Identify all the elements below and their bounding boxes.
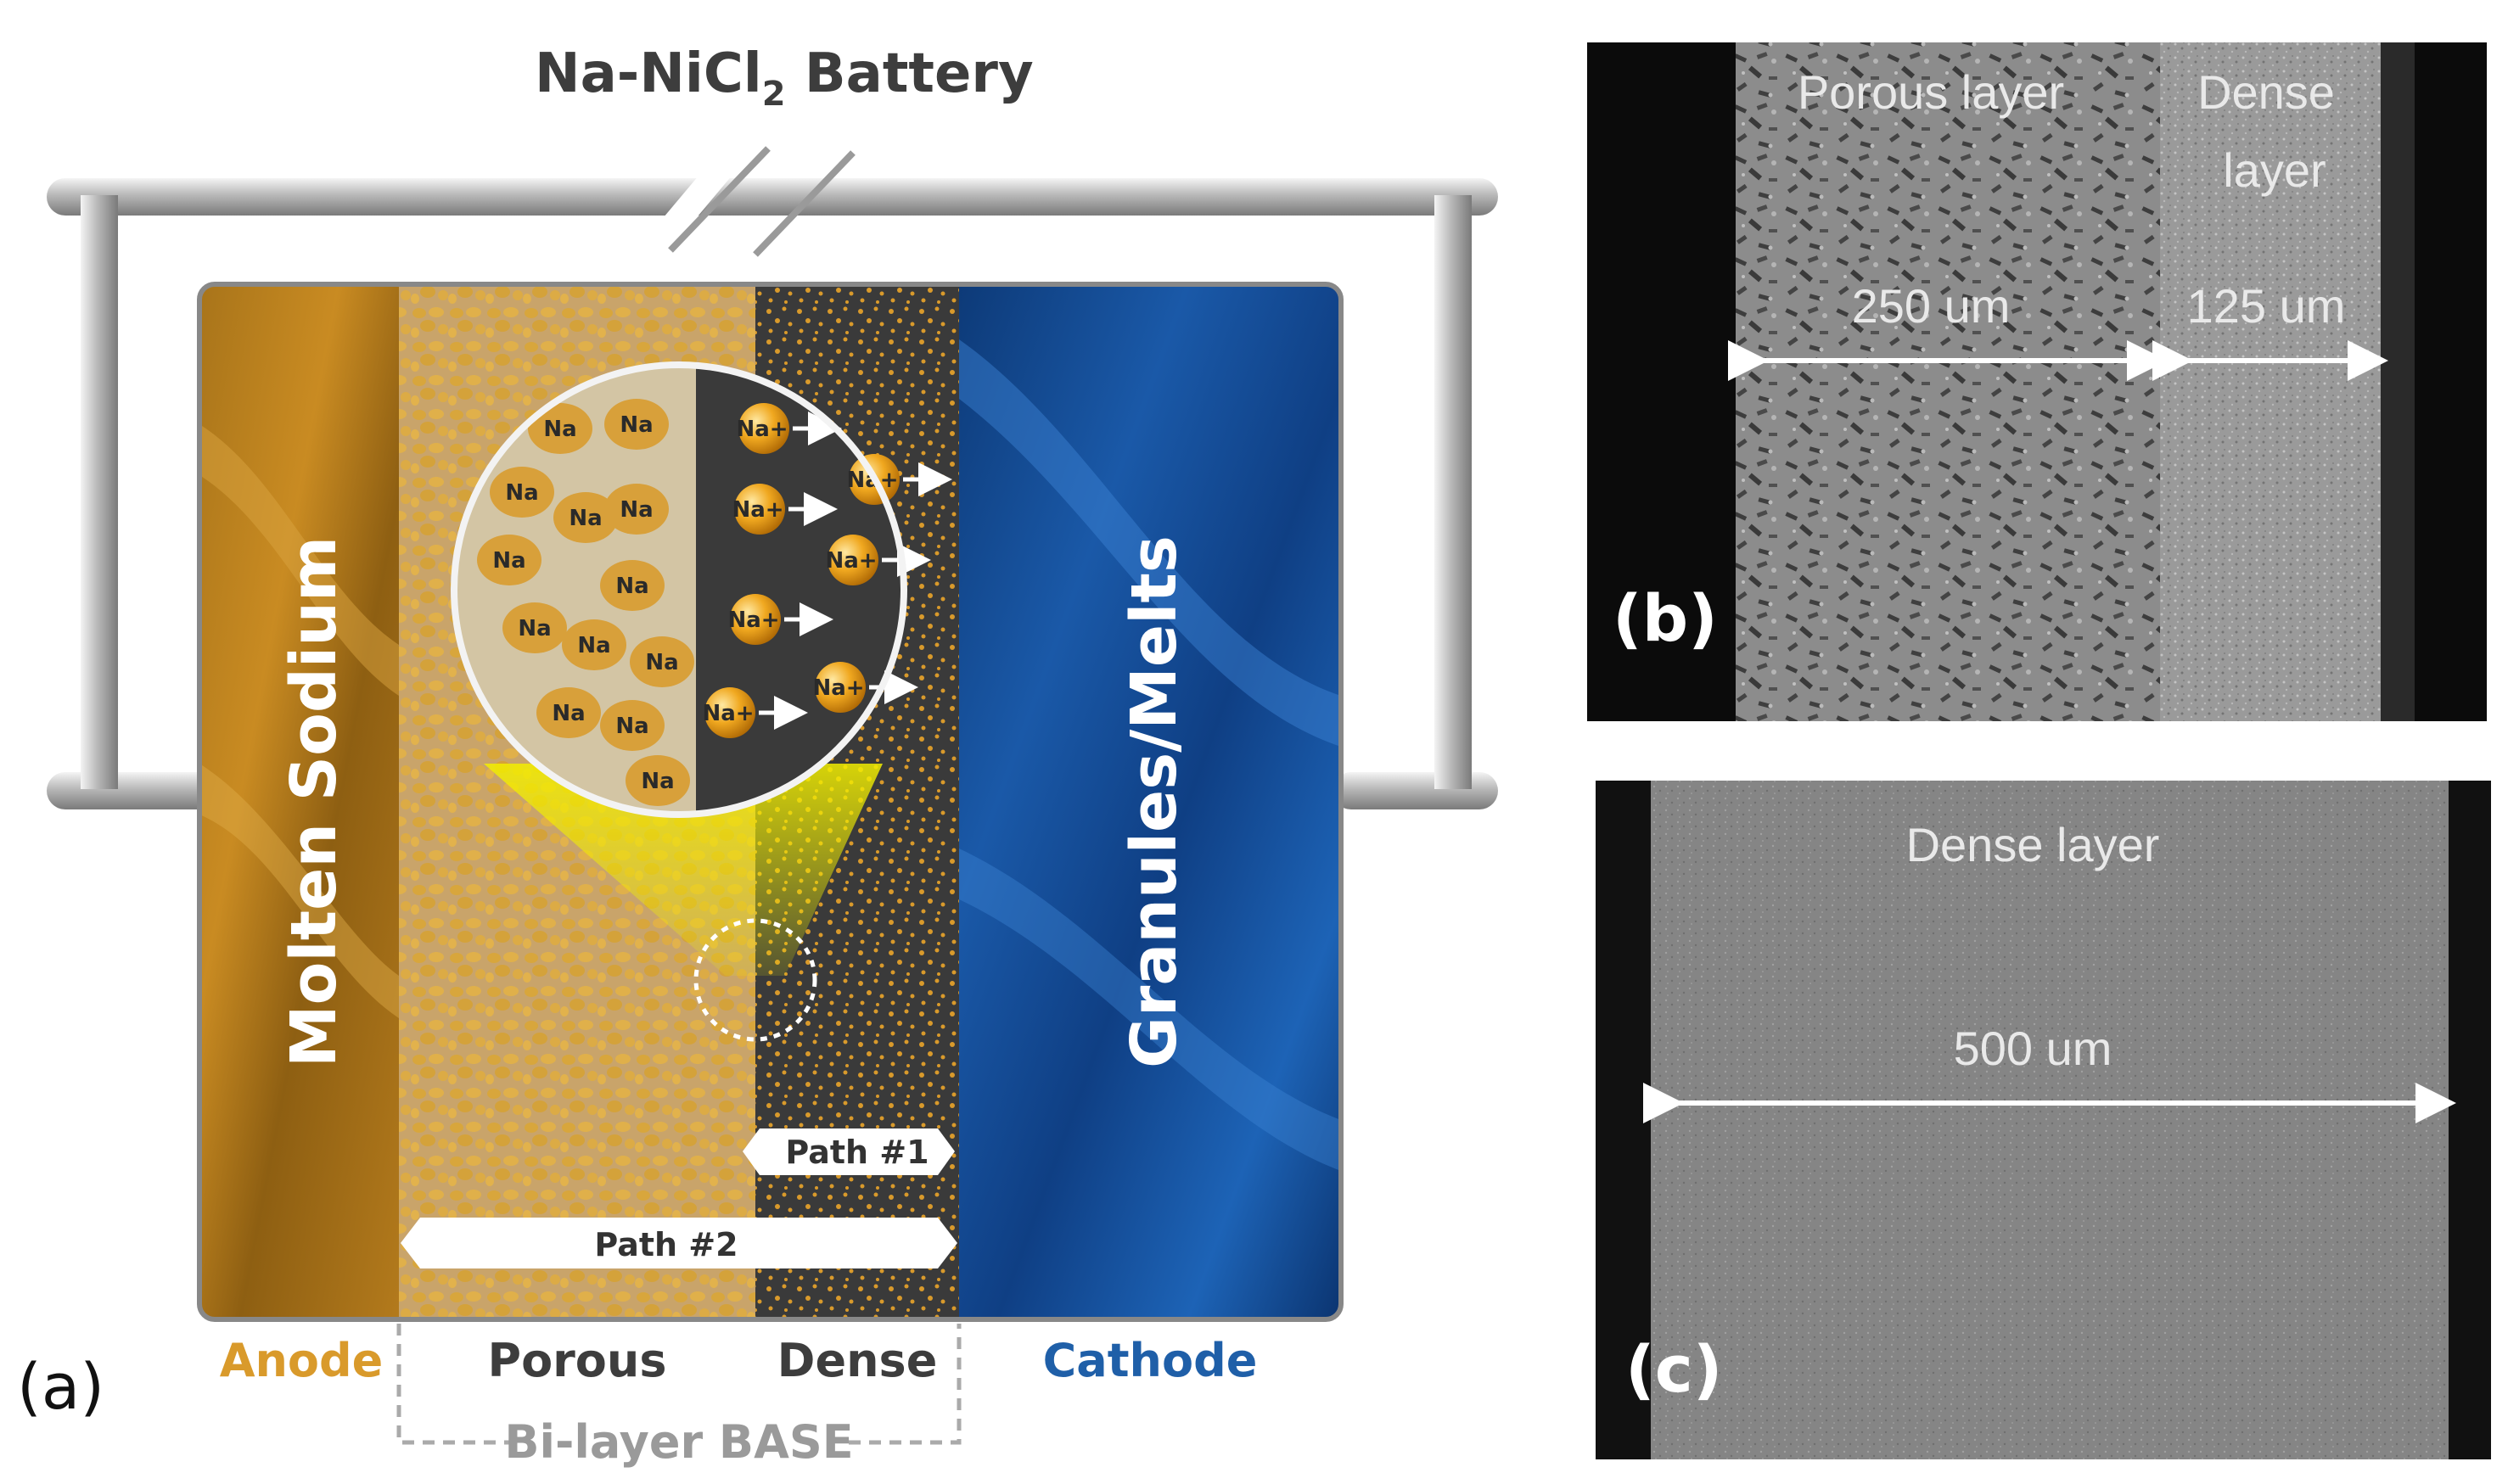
base-bracket — [396, 1324, 509, 1445]
na-grain: Na — [502, 602, 567, 653]
na-grain: Na — [562, 619, 626, 670]
svg-text:Na+: Na+ — [812, 675, 864, 701]
bilayer-base-label: Bi-layer BASE — [504, 1415, 853, 1469]
na-ion: Na+ — [736, 403, 842, 454]
na-grain: Na — [604, 399, 669, 450]
svg-text:Na+: Na+ — [825, 548, 877, 574]
svg-text:Na: Na — [552, 701, 585, 726]
path-1-label: Path #1 — [785, 1134, 929, 1171]
na-grain: Na — [536, 687, 601, 738]
svg-text:Na: Na — [620, 412, 653, 438]
porous-layer-micrograph — [1736, 42, 2160, 721]
na-grain: Na — [477, 535, 541, 585]
svg-text:Na: Na — [620, 497, 653, 523]
path-1-arrow: Path #1 — [743, 1128, 955, 1175]
battery-title: Na-NiCl2 Battery — [535, 42, 1034, 114]
na-ion: Na+ — [812, 662, 918, 713]
na-ion: Na+ — [732, 484, 838, 535]
dense-width-label: 125 um — [2187, 279, 2346, 333]
svg-text:Na+: Na+ — [732, 497, 783, 523]
molten-sodium-label: Molten Sodium — [278, 536, 351, 1067]
svg-text:Na+: Na+ — [736, 417, 788, 442]
na-ion: Na+ — [825, 535, 931, 585]
na-grain: Na — [600, 560, 665, 611]
svg-text:Na: Na — [492, 548, 525, 574]
na-grain: Na — [490, 467, 554, 518]
svg-text:Na: Na — [645, 650, 678, 675]
dense-layer-label-line2: layer — [2223, 143, 2326, 197]
na-grain: Na — [604, 484, 669, 535]
panel-b-letter: (b) — [1613, 580, 1718, 656]
porous-layer-label: Porous layer — [1798, 65, 2064, 119]
cathode-region — [959, 284, 1341, 1319]
porous-label: Porous — [488, 1334, 667, 1387]
panel-c-letter: (c) — [1625, 1331, 1723, 1407]
na-ion: Na+ — [727, 594, 833, 645]
na-ion: Na+ — [702, 687, 808, 738]
dense-layer-micrograph — [2160, 42, 2381, 721]
svg-text:Na+: Na+ — [727, 608, 779, 633]
external-circuit-pipes — [47, 143, 1498, 809]
anode-label: Anode — [220, 1334, 384, 1387]
svg-text:Na: Na — [543, 417, 576, 442]
na-grain: Na — [630, 636, 694, 687]
zoom-cone — [484, 764, 883, 976]
dense-label: Dense — [777, 1334, 938, 1387]
panel-a-letter: (a) — [17, 1351, 104, 1424]
granules-melts-label: Granules/Melts — [1118, 535, 1191, 1068]
svg-text:Na: Na — [569, 506, 602, 531]
na-ions: Na+Na+Na+Na+Na+Na+Na+ — [702, 403, 952, 738]
svg-text:Na: Na — [615, 714, 648, 739]
zoom-target-circle — [693, 918, 817, 1042]
width-c-label: 500 um — [1954, 1022, 2112, 1075]
panel-a: Na-NiCl2 Battery — [17, 42, 1498, 1469]
dense-layer-c-label: Dense layer — [1906, 818, 2160, 871]
path-2-label: Path #2 — [594, 1226, 738, 1263]
na-grain: Na — [528, 403, 592, 454]
dense-layer-label-line1: Dense — [2197, 65, 2335, 119]
na-grain: Na — [626, 755, 690, 806]
svg-text:Na: Na — [577, 633, 610, 658]
na-grain: Na — [600, 700, 665, 751]
panel-b: Porous layer Dense layer 250 um 125 um (… — [1587, 42, 2487, 721]
path-2-arrow: Path #2 — [401, 1218, 957, 1268]
cathode-label: Cathode — [1043, 1334, 1258, 1387]
na-grain: Na — [553, 492, 618, 543]
svg-text:Na: Na — [641, 769, 674, 794]
svg-text:Na+: Na+ — [702, 701, 754, 726]
dense-layer-c-micrograph — [1651, 781, 2449, 1459]
svg-text:Na: Na — [518, 616, 551, 641]
svg-text:Na: Na — [615, 574, 648, 599]
panel-c: Dense layer 500 um (c) — [1596, 781, 2491, 1459]
svg-text:Na: Na — [505, 480, 538, 506]
porous-width-label: 250 um — [1852, 279, 2011, 333]
